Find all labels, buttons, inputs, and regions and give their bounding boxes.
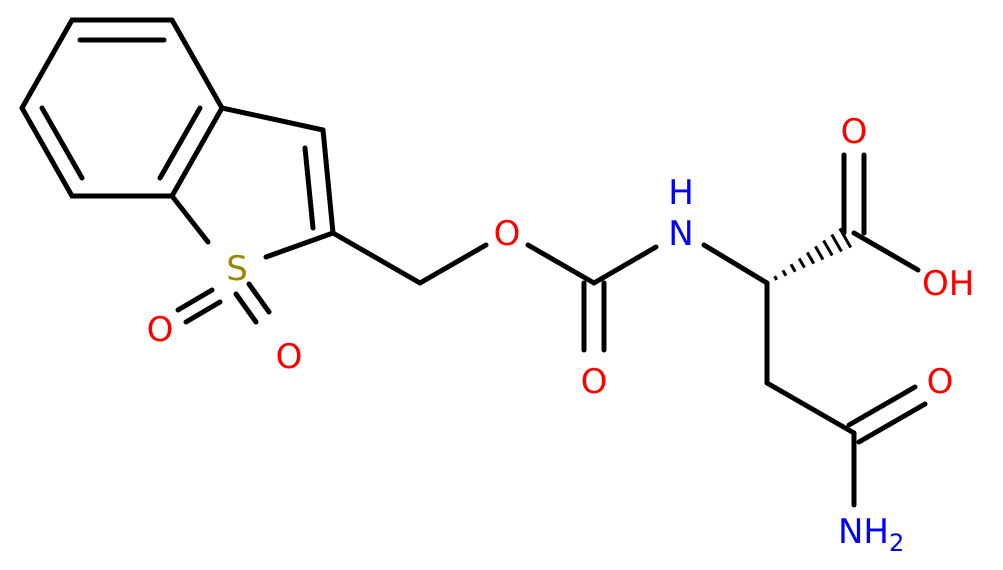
bond [19, 17, 75, 111]
wedge-hash [781, 269, 788, 277]
bond [856, 401, 928, 445]
atom-label-layer: S O O O O H N O OH O NH2 [147, 112, 975, 557]
bond [525, 242, 597, 286]
wedge-hash [814, 245, 825, 261]
sulfone-oxygen-label-1: O [147, 310, 174, 350]
wedge-hash [805, 251, 816, 265]
bond [417, 242, 489, 286]
wedge-hash [797, 257, 806, 269]
sulfur-label: S [226, 249, 248, 289]
bond [169, 17, 225, 111]
wedge-hash [789, 263, 797, 273]
acid-carbonyl-oxygen-label: O [841, 112, 868, 152]
ester-oxygen-label: O [494, 214, 521, 254]
bond [246, 281, 272, 315]
bond [39, 105, 85, 181]
bond [157, 105, 203, 181]
stereo-hash-wedge [773, 227, 853, 281]
wedge-hash [822, 239, 834, 257]
carbamate-carbonyl-oxygen-label: O [581, 362, 608, 402]
bond [851, 230, 921, 273]
bond [219, 105, 326, 133]
bond-layer [19, 17, 928, 508]
sulfone-oxygen-label-2: O [276, 337, 303, 377]
bond [701, 242, 770, 286]
amide-nitrogen-label: NH2 [838, 512, 904, 557]
amide-subscript: 2 [889, 529, 904, 557]
bond [183, 299, 223, 325]
bond [169, 193, 211, 245]
bond [302, 145, 316, 231]
bond [263, 230, 336, 260]
amine-nitrogen-label: N [668, 214, 693, 254]
bond [175, 287, 215, 313]
bond [330, 230, 423, 286]
wedge-hash [838, 227, 853, 249]
wedge-hash [773, 275, 779, 281]
amide-nh-text: NH [838, 512, 889, 552]
bond [591, 244, 659, 286]
bond [846, 384, 918, 428]
bond [233, 291, 259, 325]
amine-h-label: H [668, 173, 694, 213]
bond [320, 127, 336, 236]
amide-oxygen-label: O [927, 362, 954, 402]
bond [169, 105, 225, 199]
bond [764, 380, 857, 436]
acid-hydroxyl-label: OH [922, 264, 974, 304]
wedge-hash [830, 233, 843, 253]
bond [19, 105, 75, 199]
